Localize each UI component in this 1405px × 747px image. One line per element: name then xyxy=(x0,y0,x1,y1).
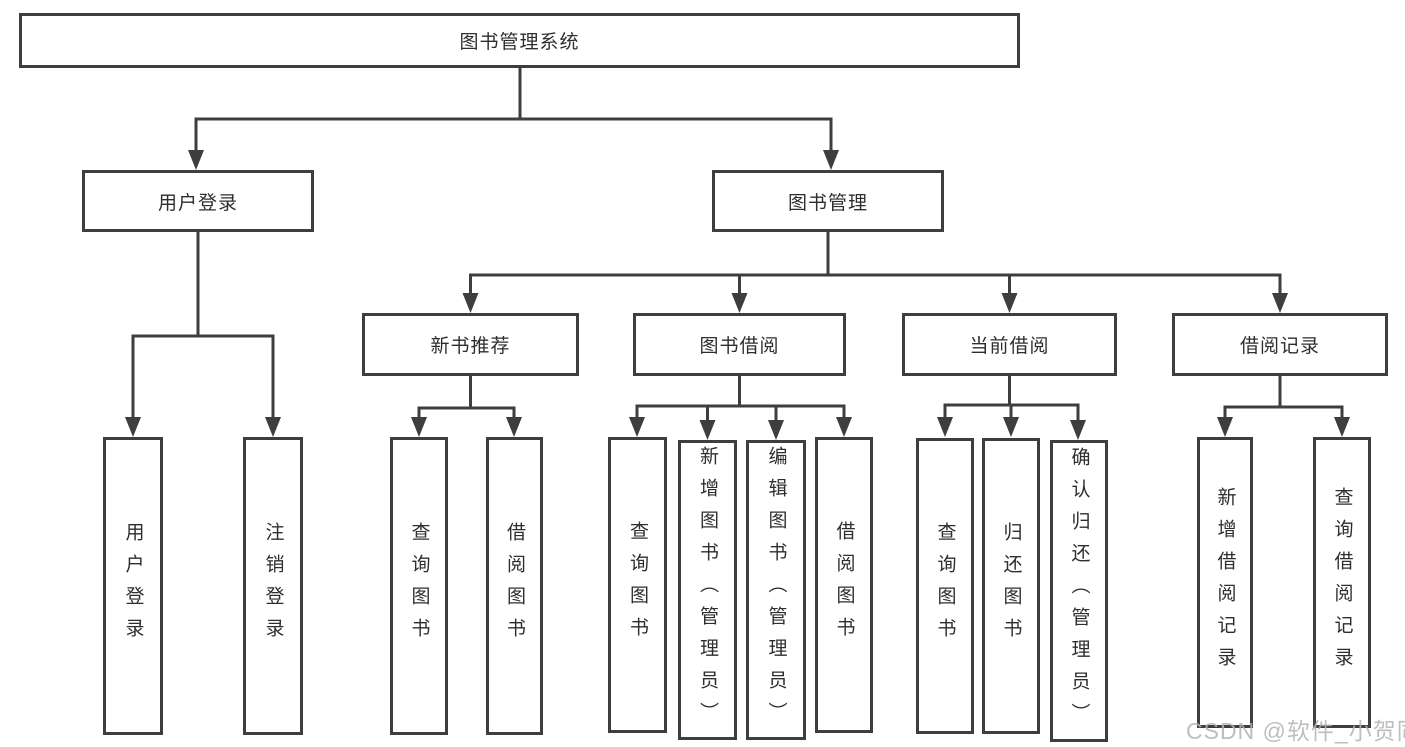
leaf-add-book-admin: 新增图书（管理员） xyxy=(678,440,737,740)
node-book-borrow-label: 图书借阅 xyxy=(699,336,780,357)
connector-login-to-leaves xyxy=(125,232,281,437)
node-borrow-record-label: 借阅记录 xyxy=(1239,336,1320,357)
node-borrow-record: 借阅记录 xyxy=(1172,313,1388,376)
node-root-system-label: 图书管理系统 xyxy=(459,32,580,53)
leaf-user-login-label: 用户登录 xyxy=(122,522,144,650)
leaf-confirm-return-admin: 确认归还（管理员） xyxy=(1050,440,1108,742)
leaf-newbook-query-book-label: 查询图书 xyxy=(408,522,430,650)
leaf-borrow-book: 借阅图书 xyxy=(815,437,873,733)
node-book-borrow: 图书借阅 xyxy=(633,313,846,376)
leaf-current-query-book: 查询图书 xyxy=(916,438,974,734)
node-book-management-label: 图书管理 xyxy=(787,192,868,214)
connector-newbook-to-leaves xyxy=(411,376,522,437)
connector-current-to-leaves xyxy=(937,376,1086,440)
leaf-return-book: 归还图书 xyxy=(982,438,1040,734)
csdn-watermark: CSDN @软件_小贺同学 xyxy=(1186,718,1405,744)
leaf-query-borrow-record-label: 查询借阅记录 xyxy=(1331,486,1353,679)
node-new-book-recommend: 新书推荐 xyxy=(362,313,579,376)
leaf-confirm-return-admin-label: 确认归还（管理员） xyxy=(1068,447,1090,735)
node-current-borrow-label: 当前借阅 xyxy=(969,336,1050,357)
connector-mgmt-to-level3 xyxy=(462,232,1288,313)
node-new-book-recommend-label: 新书推荐 xyxy=(430,336,511,357)
leaf-query-borrow-record: 查询借阅记录 xyxy=(1313,437,1371,728)
leaf-borrow-book-label: 借阅图书 xyxy=(833,521,855,649)
leaf-add-borrow-record: 新增借阅记录 xyxy=(1197,437,1253,728)
connector-root-to-level2 xyxy=(188,68,839,170)
node-current-borrow: 当前借阅 xyxy=(902,313,1117,376)
leaf-user-login: 用户登录 xyxy=(103,437,163,735)
leaf-add-borrow-record-label: 新增借阅记录 xyxy=(1214,486,1236,679)
connector-record-to-leaves xyxy=(1217,376,1350,437)
leaf-return-book-label: 归还图书 xyxy=(1000,522,1022,650)
leaf-logout-label: 注销登录 xyxy=(262,522,284,650)
leaf-edit-book-admin-label: 编辑图书（管理员） xyxy=(765,446,787,734)
leaf-newbook-borrow-book-label: 借阅图书 xyxy=(504,522,525,650)
leaf-borrow-query-book: 查询图书 xyxy=(608,437,667,733)
leaf-current-query-book-label: 查询图书 xyxy=(934,522,956,650)
leaf-edit-book-admin: 编辑图书（管理员） xyxy=(746,440,806,740)
node-root-system: 图书管理系统 xyxy=(19,13,1020,68)
leaf-logout: 注销登录 xyxy=(243,437,303,735)
node-book-management: 图书管理 xyxy=(712,170,944,232)
leaf-borrow-query-book-label: 查询图书 xyxy=(627,521,648,649)
leaf-newbook-query-book: 查询图书 xyxy=(390,437,448,735)
node-user-login-branch-label: 用户登录 xyxy=(157,192,238,214)
connector-borrow-to-leaves xyxy=(629,376,852,440)
node-user-login-branch: 用户登录 xyxy=(82,170,314,232)
leaf-newbook-borrow-book: 借阅图书 xyxy=(486,437,543,735)
leaf-add-book-admin-label: 新增图书（管理员） xyxy=(697,446,718,734)
